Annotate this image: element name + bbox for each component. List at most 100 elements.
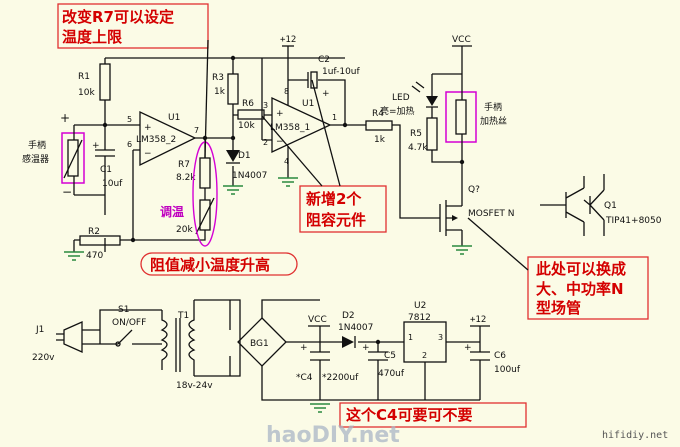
q1-label: Q1 xyxy=(604,201,617,211)
opamp-a-part: LM358_2 xyxy=(136,135,176,145)
r3-value: 1k xyxy=(214,87,226,97)
opamp-b-ref: U1 xyxy=(302,99,314,109)
r7-label: R7 xyxy=(178,160,190,170)
mosfet-channel xyxy=(445,200,462,236)
note-mosfet-pointer xyxy=(467,217,529,271)
t1-core xyxy=(175,318,181,372)
u2-pin2: 2 xyxy=(422,351,427,360)
note-added-line2: 阻容元件 xyxy=(306,211,366,229)
r7-resistor xyxy=(199,157,211,189)
s1-wires xyxy=(99,309,162,345)
r2-value: 470 xyxy=(86,251,103,261)
ground-d1 xyxy=(223,185,243,195)
sensor-minus-sign: − xyxy=(62,185,72,199)
bridge-outputs xyxy=(261,299,330,401)
vcc-bottom-label: VCC xyxy=(308,315,327,325)
opamp-b-minus: − xyxy=(276,137,284,147)
r5-value: 4.7k xyxy=(408,143,428,153)
pin6-wire xyxy=(132,149,140,240)
junction-out-b xyxy=(342,122,348,128)
led-arrows xyxy=(411,81,425,93)
junction-r3-top xyxy=(230,55,236,61)
mosfet-arrow xyxy=(452,215,458,221)
vcc-top-rail xyxy=(432,46,463,75)
c6-value: 100uf xyxy=(494,365,521,375)
r1-label: R1 xyxy=(78,72,90,82)
heater-element xyxy=(455,99,467,135)
ground-mosfet xyxy=(452,245,472,255)
pin2-number: 2 xyxy=(263,138,268,147)
watermark-logo: haoDIY.net xyxy=(266,423,400,447)
pin1-number: 1 xyxy=(332,113,337,122)
q1-transistor xyxy=(540,174,605,236)
r3-resistor xyxy=(227,73,239,105)
r4-label: R4 xyxy=(372,109,384,119)
sensor-thermistor xyxy=(67,139,79,177)
note-added-pointer1 xyxy=(261,115,323,187)
pin7-number: 7 xyxy=(194,126,199,135)
c2-plus: + xyxy=(322,89,330,99)
s1-desc: ON/OFF xyxy=(112,318,146,328)
pot-wiper xyxy=(195,197,215,235)
opamp-a-plus: + xyxy=(144,123,152,133)
c1-value: 10uf xyxy=(102,179,123,189)
note-mosfet-line1: 此处可以换成 xyxy=(536,260,626,278)
led-label: LED xyxy=(392,93,410,103)
c6-plates xyxy=(470,351,490,361)
ground-c4 xyxy=(310,403,330,413)
c5-plus: + xyxy=(362,343,370,353)
opamp-a-minus: − xyxy=(144,149,152,159)
c2-label: C2 xyxy=(318,55,330,65)
c1-plus: + xyxy=(92,141,100,151)
pin6-number: 6 xyxy=(127,140,132,149)
pin3-number: 3 xyxy=(263,101,268,110)
pot-wire xyxy=(133,197,206,241)
sensor-arrow xyxy=(63,139,83,179)
c6-label: C6 xyxy=(494,351,506,361)
c4-plates xyxy=(310,351,330,361)
c6-plus: + xyxy=(464,343,472,353)
c4-label: *C4 xyxy=(296,373,313,383)
t1-secondary xyxy=(188,300,196,376)
opamp-a-ref: U1 xyxy=(168,113,180,123)
pin5-number: 5 xyxy=(127,115,132,124)
watermark-site: hifidiy.net xyxy=(602,430,668,441)
led-desc: 亮=加热 xyxy=(380,105,415,117)
sensor-highlight-box xyxy=(61,132,85,184)
r3-label: R3 xyxy=(212,73,224,83)
heater-highlight-box xyxy=(445,91,477,143)
led-diode xyxy=(426,96,438,106)
plus12-bottom-bar xyxy=(470,325,490,400)
d1-part: 1N4007 xyxy=(232,171,267,181)
mains-label: 220v xyxy=(32,353,55,363)
q-ref-label: Q? xyxy=(468,185,480,195)
junction-heater xyxy=(459,159,465,165)
r1-resistor xyxy=(99,63,111,101)
c2-value: 1uf-10uf xyxy=(322,67,361,77)
d2-diode xyxy=(342,336,354,348)
r5-wire xyxy=(431,150,462,163)
plus12-top-label: +12 xyxy=(280,35,296,45)
r6-value: 10k xyxy=(238,121,255,131)
note-mosfet-line2: 大、中功率N xyxy=(536,280,624,298)
t1-label: T1 xyxy=(177,311,189,321)
note-c4: 这个C4可要可不要 xyxy=(346,406,472,424)
q1-part: TIP41+8050 xyxy=(605,216,662,226)
ground-u1b xyxy=(278,177,298,187)
u2-pin1: 1 xyxy=(408,333,413,342)
pin2-feedback-wire xyxy=(261,58,272,141)
t1-primary xyxy=(160,310,168,370)
led-bar xyxy=(426,74,438,118)
j1-label: J1 xyxy=(35,325,44,335)
pot-value: 20k xyxy=(176,225,193,235)
u2-label: U2 xyxy=(414,301,426,311)
heater-label-line1: 手柄 xyxy=(484,101,502,113)
note-resistance: 阻值减小温度升高 xyxy=(150,256,270,274)
opamp-b-part: LM358_1 xyxy=(270,123,310,133)
note-added-line1: 新增2个 xyxy=(306,190,362,208)
bridge-wires xyxy=(194,299,241,377)
heater-label-line2: 加热丝 xyxy=(480,115,507,127)
note-r7-box xyxy=(57,3,209,49)
c5-value: 470uf xyxy=(378,369,405,379)
